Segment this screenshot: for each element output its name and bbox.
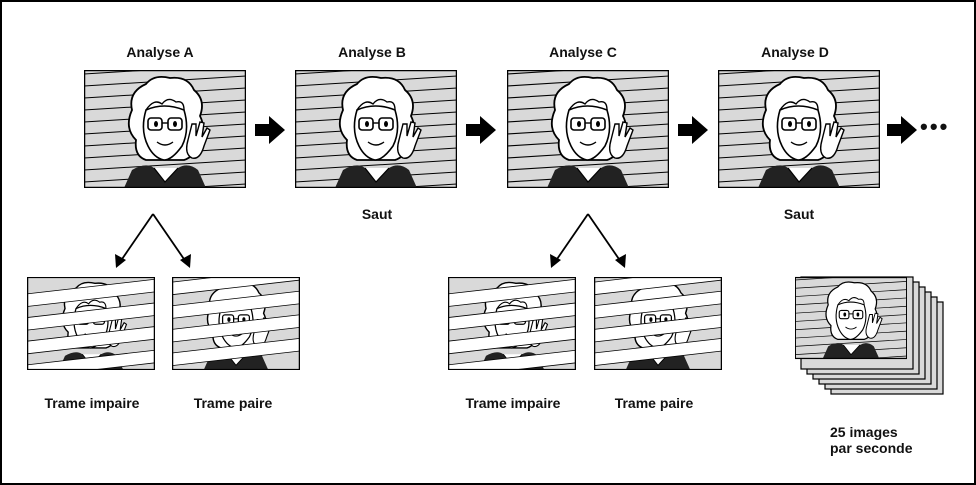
scan-d-caption: Saut: [783, 206, 815, 222]
scan-b-caption: Saut: [361, 206, 393, 222]
scan-b-frame: [295, 70, 457, 188]
even-field-label-c: Trame paire: [614, 395, 694, 411]
split-arrows-c: [533, 210, 643, 270]
odd-field-label-c: Trame impaire: [465, 395, 561, 411]
scan-c-title: Analyse C: [549, 44, 617, 60]
rate-caption-line2: par seconde: [830, 440, 913, 456]
field-odd-c: [448, 277, 576, 370]
image-stack: [795, 272, 955, 422]
arrow-c-to-d: [677, 116, 709, 144]
scan-a-title: Analyse A: [126, 44, 194, 60]
field-even-c: [594, 277, 722, 370]
scan-c-frame: [507, 70, 669, 188]
arrow-a-to-b: [254, 116, 286, 144]
split-arrows-a: [98, 210, 208, 270]
even-field-label-a: Trame paire: [193, 395, 273, 411]
odd-field-label-a: Trame impaire: [44, 395, 140, 411]
arrow-b-to-c: [465, 116, 497, 144]
scan-d-frame: [718, 70, 880, 188]
arrow-d-continue: [886, 116, 918, 144]
field-even-a: [172, 277, 300, 370]
rate-caption-line1: 25 images: [830, 424, 898, 440]
scan-b-title: Analyse B: [338, 44, 406, 60]
scan-a-frame: [84, 70, 246, 188]
scan-d-title: Analyse D: [761, 44, 829, 60]
field-odd-a: [27, 277, 155, 370]
continuation-dots: • • •: [920, 114, 947, 139]
